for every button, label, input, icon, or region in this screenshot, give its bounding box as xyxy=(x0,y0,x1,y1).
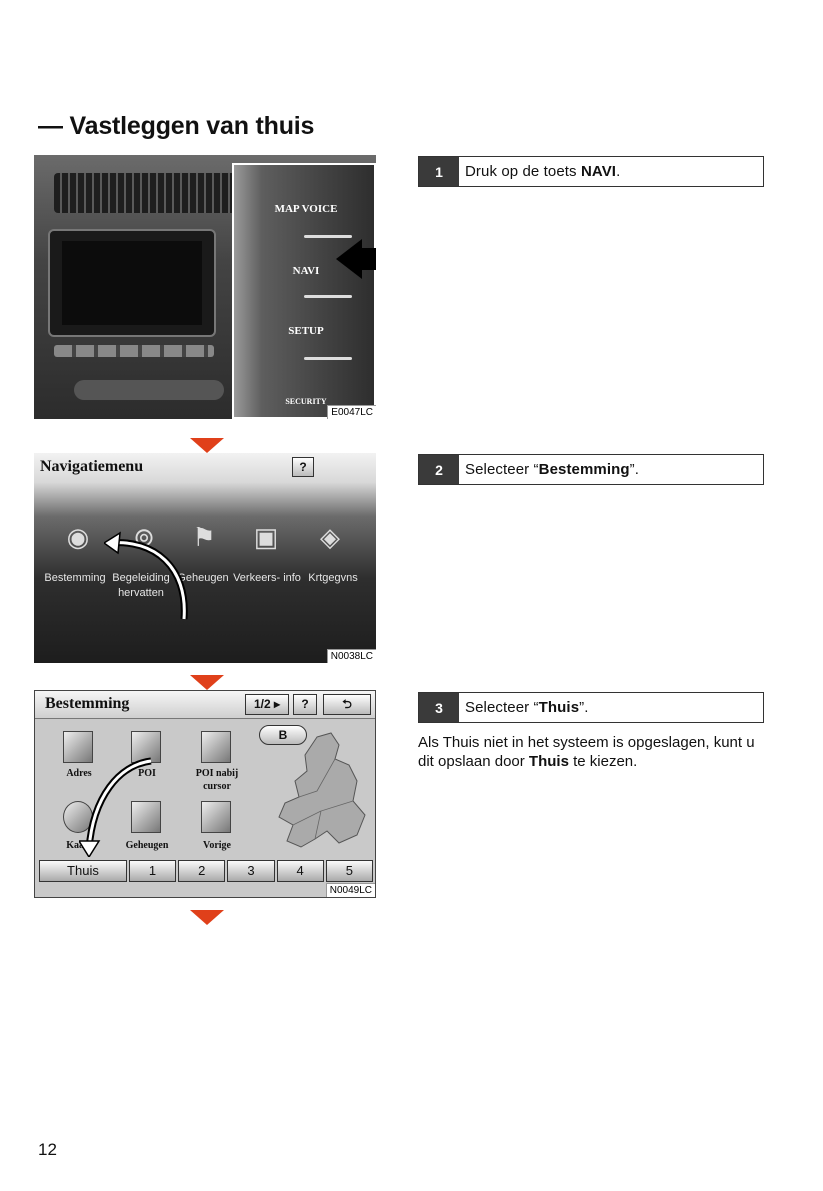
step-3-note: Als Thuis niet in het systeem is opgesla… xyxy=(418,734,755,770)
dashboard-figure: MAP VOICE NAVI SETUP SECURITY E0047LC xyxy=(34,155,376,419)
menu-label-begeleiding: Begeleiding hervatten xyxy=(112,572,170,599)
page-title: — Vastleggen van thuis xyxy=(38,112,315,140)
b-button: B xyxy=(259,725,307,745)
step-1: 1 Druk op de toets NAVI. xyxy=(418,156,764,187)
tile-label-geheugen: Geheugen xyxy=(125,840,169,851)
tile-label-adres: Adres xyxy=(66,768,92,779)
step-3: 3 Selecteer “Thuis”. xyxy=(418,692,764,723)
title-bar: Bestemming 1/2 ▸ ? ⮌ xyxy=(35,691,375,719)
map-voice-button: MAP VOICE xyxy=(274,203,338,215)
button-zoom-inset: MAP VOICE NAVI SETUP SECURITY xyxy=(232,163,376,419)
flag-icon: ⚑ xyxy=(192,522,216,552)
tile-label-kaart: Kaart xyxy=(66,840,92,851)
security-label: SECURITY xyxy=(285,397,327,406)
poi-near-cursor-icon xyxy=(201,731,231,763)
navi-button: NAVI xyxy=(292,265,320,277)
flow-arrow-icon xyxy=(190,438,224,453)
pointer-arrow-tail xyxy=(360,248,376,270)
flow-arrow-icon xyxy=(190,675,224,690)
button-divider xyxy=(304,235,352,238)
tile-label-poi-nabij: POI nabij cursor xyxy=(195,768,239,792)
step-text: Selecteer “Bestemming”. xyxy=(465,461,640,478)
previous-icon xyxy=(201,801,231,833)
address-icon xyxy=(63,731,93,763)
destination-pin-icon: ◉ xyxy=(66,522,90,552)
step-2: 2 Selecteer “Bestemming”. xyxy=(418,454,764,485)
map-data-icon: ◈ xyxy=(320,522,340,552)
figure-code: N0049LC xyxy=(325,883,375,897)
curved-arrow-icon xyxy=(79,757,152,857)
button-divider xyxy=(304,357,352,360)
menu-label-krtgegvns: Krtgegvns xyxy=(308,572,358,584)
back-button: ⮌ xyxy=(323,694,371,715)
help-button: ? xyxy=(292,457,314,477)
page-number: 12 xyxy=(38,1140,57,1159)
memory-1-button: 1 xyxy=(128,860,177,882)
page-indicator-button: 1/2 ▸ xyxy=(245,694,289,715)
menu-label-bestemming: Bestemming xyxy=(44,572,106,584)
display-screen xyxy=(62,241,202,325)
setup-button: SETUP xyxy=(288,325,324,337)
destination-figure: Bestemming 1/2 ▸ ? ⮌ Adres POI POI nabij… xyxy=(34,690,376,898)
step-number: 2 xyxy=(419,455,459,484)
figure-code: E0047LC xyxy=(327,405,376,419)
display-bezel xyxy=(48,229,216,337)
memory-4-button: 4 xyxy=(276,860,324,882)
curved-arrow-icon xyxy=(104,531,188,620)
step-text: Selecteer “Thuis”. xyxy=(465,699,589,716)
menu-label-verkeersinfo: Verkeers- info xyxy=(233,572,301,584)
traffic-icon: ▣ xyxy=(253,522,279,552)
tile-label-poi: POI xyxy=(138,768,156,779)
cd-slot xyxy=(74,380,224,400)
memory-5-button: 5 xyxy=(325,860,373,882)
menu-label-geheugen: Geheugen xyxy=(177,572,229,584)
screen-title: Navigatiemenu xyxy=(40,458,144,475)
step-number: 1 xyxy=(419,157,459,186)
help-button: ? xyxy=(293,694,317,715)
flow-arrow-icon xyxy=(190,910,224,925)
poi-icon xyxy=(131,731,161,763)
button-divider xyxy=(304,295,352,298)
tile-label-vorige: Vorige xyxy=(203,840,231,851)
thuis-button: Thuis xyxy=(39,860,127,882)
step-text: Druk op de toets NAVI. xyxy=(465,163,621,180)
air-vent xyxy=(54,173,244,213)
screen-title: Bestemming xyxy=(45,695,130,712)
step-number: 3 xyxy=(419,693,459,722)
europe-map-icon xyxy=(278,732,366,848)
pointer-arrow-icon xyxy=(336,239,362,279)
navigation-menu-figure: Navigatiemenu ? ◉ ⊚ ⚑ ▣ ◈ Bestemming Beg… xyxy=(34,453,376,663)
memory-flag-icon xyxy=(131,801,161,833)
bottom-button-bar: Thuis 1 2 3 4 5 xyxy=(39,860,373,882)
memory-3-button: 3 xyxy=(227,860,275,882)
control-row xyxy=(54,345,214,357)
memory-2-button: 2 xyxy=(178,860,226,882)
figure-code: N0038LC xyxy=(326,649,376,663)
